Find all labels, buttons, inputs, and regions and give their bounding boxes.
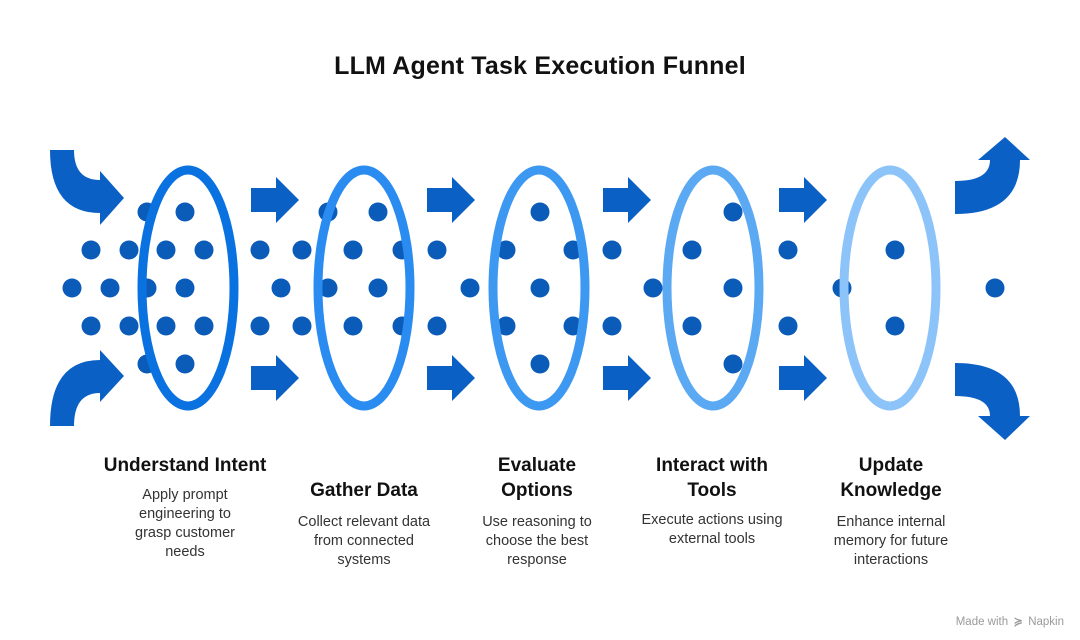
dot <box>119 240 139 260</box>
dot <box>723 354 743 374</box>
funnel-ring-5 <box>839 165 941 411</box>
dot <box>292 240 312 260</box>
stage-description: Enhance internal memory for future inter… <box>833 514 949 568</box>
dot <box>250 240 270 260</box>
between-stage-arrows <box>251 177 827 401</box>
arrow-3-top <box>603 177 651 223</box>
stage-2: Gather Data Collect relevant data from c… <box>274 478 454 570</box>
dot <box>723 278 743 298</box>
stage-1: Understand Intent Apply prompt engineeri… <box>95 453 275 562</box>
dot <box>427 316 447 336</box>
dot <box>985 278 1005 298</box>
dot <box>496 316 516 336</box>
dot <box>100 278 120 298</box>
dot <box>682 316 702 336</box>
stage-title: Interact with Tools <box>656 455 768 501</box>
exit-curved-arrow-top <box>955 137 1030 214</box>
dot <box>292 316 312 336</box>
napkin-logo-icon: ≽ <box>1013 616 1023 628</box>
dot <box>81 316 101 336</box>
dot <box>175 202 195 222</box>
arrow-3-bottom <box>603 355 651 401</box>
exit-curved-arrow-bottom <box>955 363 1030 440</box>
arrow-2-top <box>427 177 475 223</box>
arrow-1-top <box>251 177 299 223</box>
dot <box>602 240 622 260</box>
stage-description: Collect relevant data from connected sys… <box>297 514 431 568</box>
dot <box>723 202 743 222</box>
funnel-ring-4 <box>662 165 764 411</box>
dot <box>530 354 550 374</box>
dot <box>194 316 214 336</box>
dot <box>343 240 363 260</box>
dot <box>530 278 550 298</box>
dot <box>175 278 195 298</box>
stage-title: Understand Intent <box>103 455 267 476</box>
dot <box>682 240 702 260</box>
dot <box>778 240 798 260</box>
dot <box>156 240 176 260</box>
diagram-title: LLM Agent Task Execution Funnel <box>334 52 746 80</box>
dot <box>343 316 363 336</box>
dot <box>778 316 798 336</box>
made-with-label: Made with <box>955 616 1009 628</box>
stage-description: Apply prompt engineering to grasp custom… <box>135 487 235 560</box>
arrow-2-bottom <box>427 355 475 401</box>
dot <box>885 316 905 336</box>
dot <box>81 240 101 260</box>
entry-curved-arrow-top <box>50 150 124 225</box>
dot <box>175 354 195 374</box>
stage-4: Interact with Tools Execute actions usin… <box>622 453 802 549</box>
made-with-credit: Made with ≽ Napkin <box>956 614 1064 628</box>
dot <box>156 316 176 336</box>
dot <box>643 278 663 298</box>
stage-5: Update Knowledge Enhance internal memory… <box>801 453 981 570</box>
funnel-ring-3 <box>488 165 590 411</box>
dot <box>250 316 270 336</box>
dot <box>496 240 516 260</box>
brand-name: Napkin <box>1028 616 1064 628</box>
arrow-1-bottom <box>251 355 299 401</box>
dot <box>271 278 291 298</box>
dot <box>194 240 214 260</box>
dot <box>602 316 622 336</box>
dot <box>62 278 82 298</box>
stage-3: Evaluate Options Use reasoning to choose… <box>447 453 627 570</box>
stage-title: Gather Data <box>310 480 418 501</box>
arrow-4-bottom <box>779 355 827 401</box>
dot <box>530 202 550 222</box>
flow-dots <box>62 202 1005 374</box>
dot <box>368 278 388 298</box>
dot <box>885 240 905 260</box>
funnel-ring-2 <box>313 165 415 411</box>
stage-description: Execute actions using external tools <box>641 512 783 547</box>
dot <box>427 240 447 260</box>
stage-title: Update Knowledge <box>840 455 942 501</box>
dot <box>318 278 338 298</box>
entry-curved-arrow-bottom <box>50 350 124 426</box>
stage-description: Use reasoning to choose the best respons… <box>482 514 592 568</box>
dot <box>460 278 480 298</box>
dot <box>368 202 388 222</box>
funnel-ring-1 <box>137 165 239 411</box>
stage-title: Evaluate Options <box>497 455 577 501</box>
dot <box>119 316 139 336</box>
arrow-4-top <box>779 177 827 223</box>
